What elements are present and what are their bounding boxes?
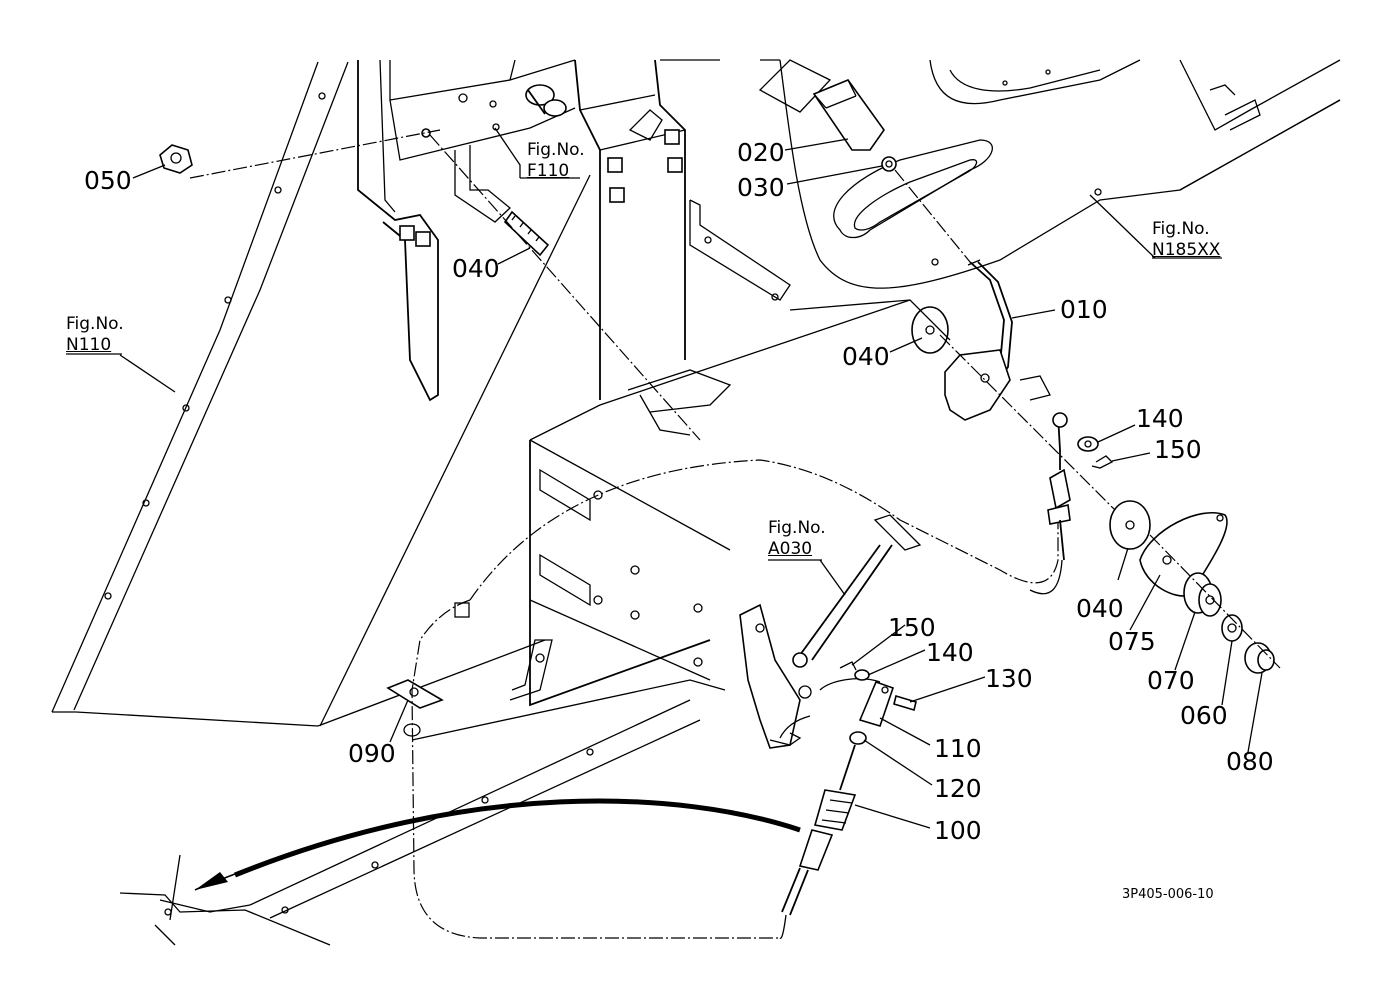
part-label-120: 120 [934,774,982,803]
fig-ref-number: N110 [66,335,112,356]
lower-left-frame [119,699,701,946]
part-label-010: 010 [1060,295,1108,324]
center-box-body [386,299,911,741]
bearing-stack [1109,500,1281,674]
upper-bracket-assembly [357,59,791,402]
leader-lines [66,127,1263,829]
part-label-075: 075 [1108,627,1156,656]
part-label-060: 060 [1180,701,1228,730]
part-label-080: 080 [1226,747,1274,776]
part-label-110: 110 [934,734,982,763]
fig-ref-n185xx: Fig.No. N185XX [1152,219,1220,262]
fig-ref-n110: Fig.No. N110 [66,314,124,357]
lever-assembly [758,59,1126,595]
part-label-150-lower: 150 [888,613,936,642]
drawing-code: 3P405-006-10 [1122,887,1214,902]
fig-ref-prefix: Fig.No. [1152,219,1210,239]
part-label-030: 030 [737,173,785,202]
part-label-040-lower: 040 [1076,594,1124,623]
fig-ref-prefix: Fig.No. [66,314,124,334]
part-label-090: 090 [348,739,396,768]
fig-ref-prefix: Fig.No. [527,140,585,160]
part-label-140-lower: 140 [926,638,974,667]
part-label-150-upper: 150 [1154,435,1202,464]
pedal-and-cable [194,514,922,939]
part-label-050: 040 [452,254,500,283]
part-label-070: 070 [1147,666,1195,695]
part-label-140-upper: 140 [1136,404,1184,433]
part-label-130: 130 [985,664,1033,693]
fig-ref-prefix: Fig.No. [768,518,826,538]
upper-right-frame [760,59,1341,289]
part-label-040-upper: 040 [842,342,890,371]
dashed-cover-outline [411,459,1059,939]
part-label-100: 100 [934,816,982,845]
fig-ref-f110: Fig.No. F110 [527,140,585,183]
fig-ref-number: N185XX [1152,240,1221,261]
fig-ref-a030: Fig.No. A030 [768,518,826,561]
part-label-020: 020 [737,138,785,167]
stud-and-nut [159,129,701,441]
part-label-055: 050 [84,166,132,195]
fig-ref-number: A030 [768,539,813,560]
fig-ref-number: F110 [527,161,570,182]
left-frame-panel [51,61,591,727]
